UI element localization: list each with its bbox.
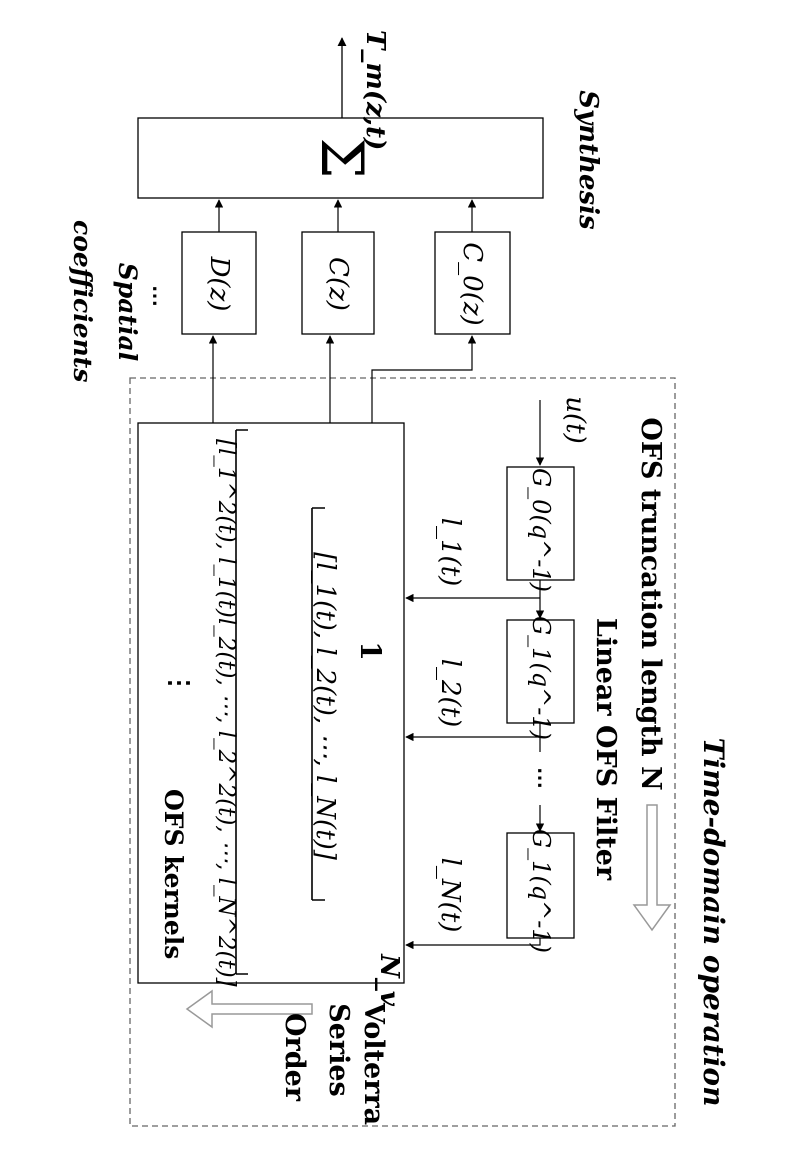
ofs-kernels-box	[137, 422, 405, 984]
truncation-label: OFS truncation length N	[635, 417, 666, 791]
linear-ofs-filter-label: Linear OFS Filter	[590, 617, 621, 881]
block-d-label: D(z)	[204, 256, 234, 312]
block-c-label: C(z)	[323, 257, 353, 311]
filter-chain-dots: ⋯	[527, 767, 553, 789]
kernel-row-constant: 1	[354, 641, 387, 661]
input-label: u(t)	[560, 396, 590, 444]
synthesis-box	[137, 117, 544, 199]
filter-g0-label: G_0(q^-1)	[527, 468, 555, 593]
volterra-symbol: N_v	[374, 954, 404, 1006]
sigma-symbol: Σ	[308, 137, 376, 179]
block-d	[181, 231, 257, 335]
signal-l1-label: l_1(t)	[435, 517, 465, 587]
spatial-label-line2: coefficients	[68, 220, 97, 383]
kernel-row-quadratic: [l_1^2(t), l_1(t)l_2(t), ⋯, l_2^2(t), ⋯,…	[213, 439, 239, 987]
time-domain-label: Time-domain operation	[697, 737, 730, 1107]
truncation-arrow	[632, 804, 672, 932]
spatial-more-dots: ⋯	[142, 285, 168, 307]
ofs-kernels-label: OFS kernels	[159, 789, 188, 960]
diagram-lines	[129, 37, 676, 1127]
filter-gn	[506, 832, 575, 939]
volterra-line3: Order	[279, 1012, 310, 1102]
ofs-volterra-diagram: T_m(z,t) Synthesis Σ C_0(z) C(z) D(z) ⋯ …	[68, 30, 730, 1127]
filter-g1	[506, 619, 575, 724]
filter-g1-label: G_1(q^-1)	[527, 616, 555, 741]
block-c0-label: C_0(z)	[457, 242, 487, 326]
spatial-label-line1: Spatial	[113, 262, 142, 362]
signal-ln-label: l_N(t)	[435, 857, 465, 933]
volterra-line2: Series	[323, 1003, 354, 1097]
block-c	[301, 231, 375, 335]
synthesis-label: Synthesis	[573, 90, 603, 230]
kernel-row-dots: ⋮	[164, 670, 194, 696]
volterra-arrow	[185, 989, 313, 1029]
filter-g0	[506, 466, 575, 581]
time-domain-boundary	[129, 377, 676, 1127]
signal-l2-label: l_2(t)	[435, 658, 465, 728]
volterra-line1: Volterra	[358, 1002, 389, 1126]
kernel-row-linear: [l_1(t), l_2(t), ⋯, l_N(t)]	[310, 552, 340, 860]
filter-gn-label: G_1(q^-1)	[527, 829, 555, 954]
